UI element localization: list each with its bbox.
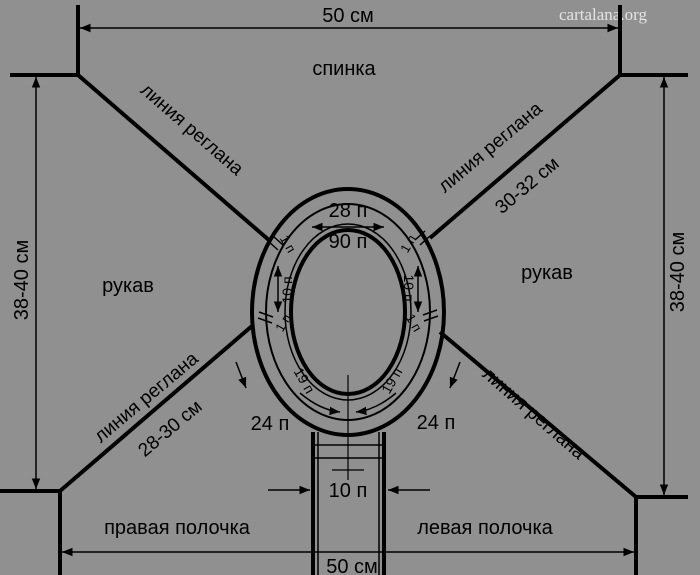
stitch-labels: 28 п 90 п 1 п 1 п 10 п 10 п 1 п 1 п 19 п… [251, 200, 456, 502]
raglan-line-top-left [76, 73, 272, 243]
stitch-arrows [235, 222, 461, 416]
stitches-front-left-outer: 24 п [251, 413, 290, 435]
raglan-label-top-left: линия реглана [136, 80, 247, 181]
dimension-labels: 50 см 50 см 38-40 см 38-40 см [11, 5, 689, 575]
front-placket [268, 375, 430, 575]
stitches-back: 28 п [329, 200, 368, 222]
raglan-tick-marks [257, 230, 439, 324]
raglan-line-bottom-right [438, 330, 638, 499]
stitches-total: 90 п [329, 231, 368, 253]
outline-bottom-right [634, 495, 688, 575]
stitches-front-right-outer: 24 п [417, 412, 456, 434]
raglan-length-top-right: 30-32 см [491, 153, 563, 218]
left-height-label: 38-40 см [11, 240, 33, 320]
raglan-lines [58, 73, 638, 499]
raglan-line-top-right [428, 73, 622, 240]
back-label: спинка [312, 58, 376, 80]
stitches-placket: 10 п [329, 480, 368, 502]
stitches-sleeve-right: 10 п [401, 274, 417, 301]
left-front-label: левая полочка [417, 517, 553, 539]
dimension-lines [31, 23, 669, 557]
right-sleeve-label: рукав [521, 262, 573, 284]
outline-bottom-left [0, 489, 62, 575]
piece-labels: спинка рукав рукав правая полочка левая … [102, 58, 573, 539]
raglan-labels: линия реглана линия реглана 30-32 см лин… [90, 80, 589, 465]
left-sleeve-label: рукав [102, 275, 154, 297]
bottom-width-label: 50 см [326, 556, 378, 575]
outline-top-left [10, 5, 80, 77]
right-front-label: правая полочка [104, 517, 251, 539]
stitches-sleeve-left: 10 п [279, 276, 295, 303]
watermark: cartalana.org [559, 5, 647, 24]
raglan-label-bottom-right: линия реглана [478, 364, 589, 465]
top-width-label: 50 см [322, 5, 374, 27]
stitches-front-right-inner: 19 п [378, 365, 405, 396]
right-height-label: 38-40 см [667, 232, 689, 312]
stitches-front-left-inner: 19 п [291, 365, 318, 396]
raglan-label-bottom-left: линия реглана [90, 348, 202, 447]
raglan-line-bottom-left [58, 324, 254, 493]
